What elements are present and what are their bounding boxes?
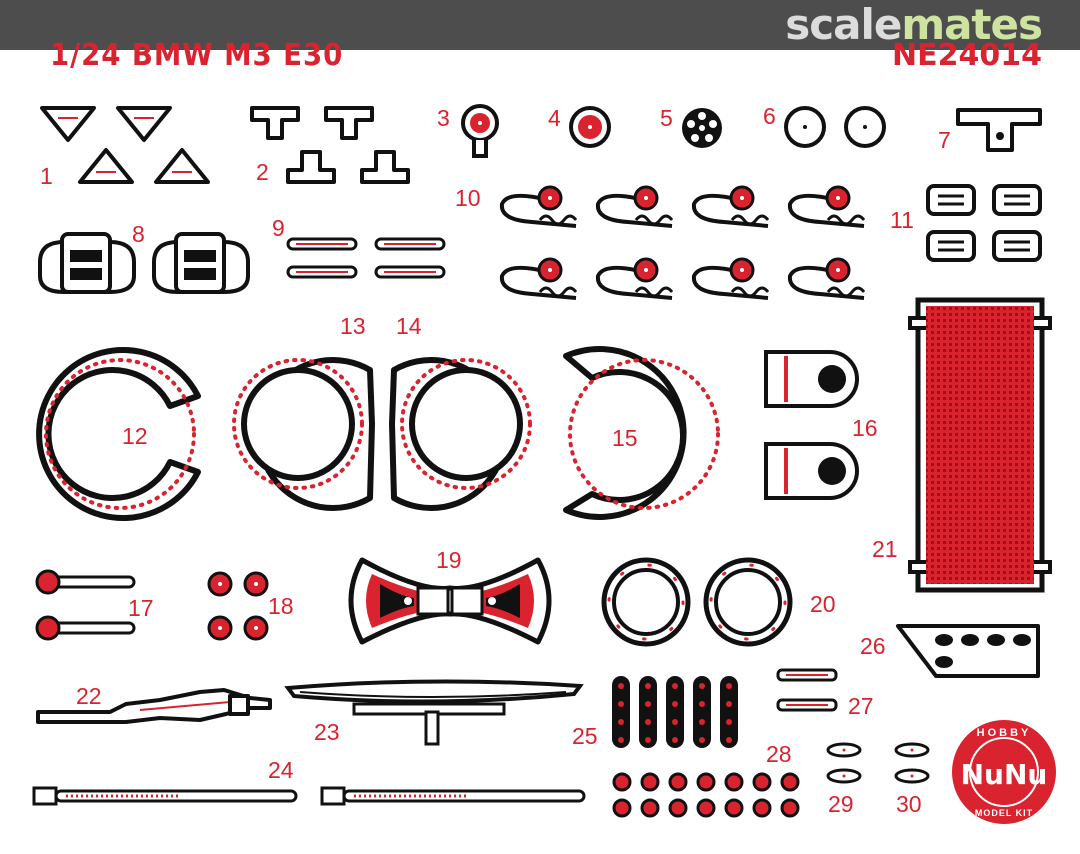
part-number-24: 24 [268,757,294,783]
part-21-mesh-grille [908,297,1052,593]
part-4-disc [569,106,611,148]
part-12-brake-disc [36,347,201,521]
logo-top-text: HOBBY [977,727,1032,739]
part-9-strips [286,237,446,279]
part-number-17: 17 [128,595,154,621]
part-13-brake-disc [232,357,375,511]
part-16-brackets [764,350,859,500]
part-number-1: 1 [40,163,53,189]
part-number-14: 14 [396,313,422,339]
part-number-30: 30 [896,791,922,817]
part-15-brake-disc [563,346,720,520]
part-27-strips [776,668,838,712]
part-number-22: 22 [76,683,102,709]
logo-bottom-text: MODEL KIT [975,808,1033,818]
part-number-18: 18 [268,593,294,619]
part-number-4: 4 [548,105,561,131]
sheet-code: NE24014 [892,38,1042,73]
logo-main-text: NuNu [961,758,1048,791]
part-28-nuts [612,772,800,818]
part-6-rings [784,106,886,148]
part-18-washers [207,571,269,641]
watermark-text-1: scale [785,0,902,49]
part-number-21: 21 [872,536,898,562]
part-7-bracket [956,108,1042,152]
part-number-3: 3 [437,105,450,131]
part-number-16: 16 [852,415,878,441]
part-3-mount [461,104,499,158]
top-banner [0,0,1080,50]
part-20-rings [601,557,793,647]
part-19-bracket [348,557,552,645]
part-24-cable-ties [32,786,586,806]
part-10-clips [499,185,866,300]
part-number-26: 26 [860,633,886,659]
part-number-10: 10 [455,185,481,211]
part-8-pads [38,232,250,294]
part-29-shims [826,742,862,784]
nunu-logo: HOBBY NuNu MODEL KIT [952,720,1056,824]
part-number-7: 7 [938,127,951,153]
part-number-9: 9 [272,215,285,241]
part-number-2: 2 [256,159,269,185]
part-22-link [36,688,272,724]
part-number-29: 29 [828,791,854,817]
part-number-19: 19 [436,547,462,573]
part-number-25: 25 [572,723,598,749]
part-number-15: 15 [612,425,638,451]
sheet-title: 1/24 BMW M3 E30 [50,38,344,73]
part-number-6: 6 [763,103,776,129]
part-5-wheel [682,108,722,148]
part-17-pins [35,569,136,641]
part-26-plate [896,624,1040,678]
part-number-13: 13 [340,313,366,339]
part-number-28: 28 [766,741,792,767]
part-11-vents [926,184,1042,262]
part-25-links [612,676,738,748]
part-number-8: 8 [132,221,145,247]
part-number-labels: 1 2 3 4 5 6 7 8 9 10 11 12 13 14 15 16 1… [40,103,951,817]
part-number-5: 5 [660,105,673,131]
part-23-wiper [284,679,584,746]
watermark-text-2: mates [901,0,1043,49]
part-2-brackets [250,106,410,184]
part-number-12: 12 [122,423,148,449]
part-number-27: 27 [848,693,874,719]
part-14-brake-disc [389,357,532,511]
part-30-shims [894,742,930,784]
part-number-11: 11 [890,207,914,233]
scalemates-watermark: scalemates [785,0,1043,49]
part-number-23: 23 [314,719,340,745]
part-1-triangles [40,106,210,184]
part-number-20: 20 [810,591,836,617]
